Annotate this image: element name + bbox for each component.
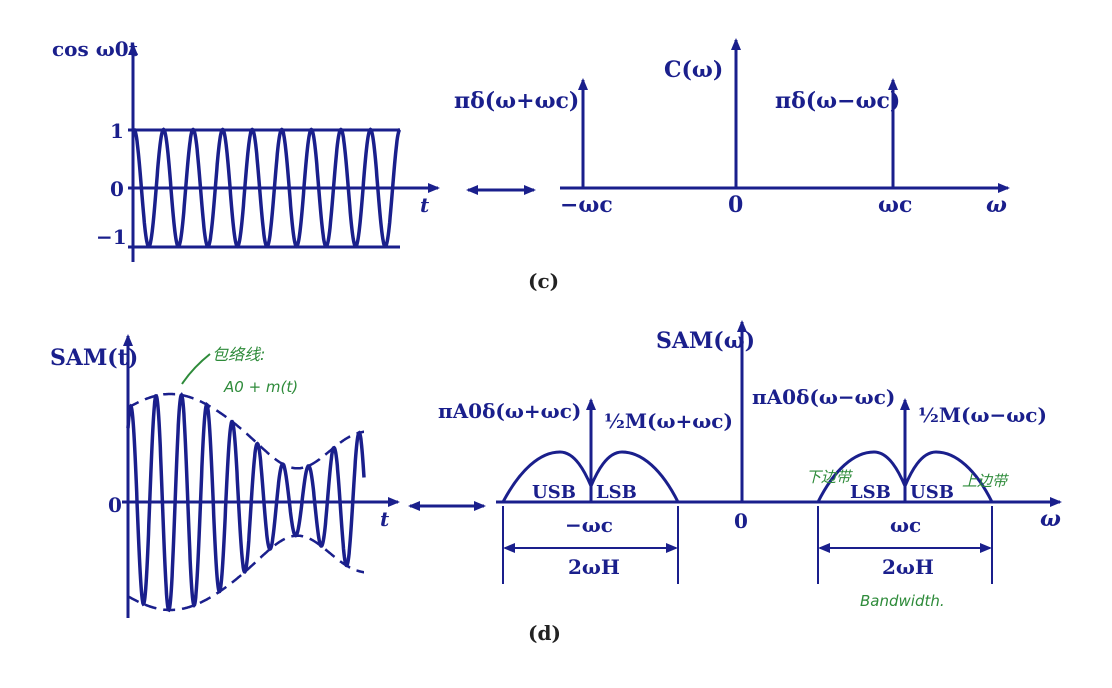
xtick-pos-wc: ωc	[878, 192, 912, 218]
omega-xlabel: ω	[986, 192, 1007, 218]
xtick-zero: 0	[728, 192, 743, 218]
impulse-right-label: πδ(ω−ωc)	[775, 88, 900, 114]
annotation-pointer-stroke	[181, 353, 211, 385]
bandwidth-dimension-right	[817, 506, 993, 584]
band-label-right-lsb: LSB	[850, 482, 891, 503]
xtick-neg-wc: −ωc	[560, 192, 613, 218]
panel-c-time-plot: cos ω0t 1 0 −1 t	[52, 37, 440, 262]
half-spectrum-right-label: ½M(ω−ωc)	[918, 403, 1047, 427]
xtick-zero: 0	[734, 509, 748, 533]
upper-sideband-note: 上边带	[962, 472, 1009, 490]
caption-d: (d)	[528, 621, 561, 645]
half-spectrum-left-label: ½M(ω+ωc)	[604, 409, 733, 433]
panel-d-time-plot: SAM(t) 0 t	[50, 334, 400, 618]
band-label-right-usb: USB	[910, 482, 954, 503]
envelope-upper	[127, 392, 364, 470]
band-label-left-lsb: LSB	[596, 482, 637, 503]
bandwidth-label-right: 2ωH	[882, 555, 934, 579]
panel-d-spectrum-plot: SAM(ω) πA0δ(ω+ωc) πA0δ(ω−ωc) ½M(ω+ωc) ½M…	[438, 320, 1062, 584]
bandwidth-dimension-left	[502, 506, 679, 584]
am-time-ylabel: SAM(t)	[50, 345, 138, 371]
time-ylabel: cos ω0t	[52, 37, 139, 61]
ytick-plus-one: 1	[110, 119, 124, 143]
cosine-waveform	[132, 127, 402, 249]
xtick-pos-wc: ωc	[890, 513, 921, 537]
time-xlabel: t	[420, 193, 430, 217]
bandwidth-label-left: 2ωH	[568, 555, 620, 579]
ytick-zero: 0	[110, 177, 124, 201]
am-spectrum-ylabel: SAM(ω)	[656, 328, 755, 354]
caption-c: (c)	[528, 269, 559, 293]
lower-sideband-note: 下边带	[806, 468, 853, 486]
am-waveform	[126, 392, 366, 613]
handwritten-annotations: 包络线: A0 + m(t) 下边带 上边带 Bandwidth.	[181, 345, 1009, 610]
omega-xlabel: ω	[1040, 506, 1061, 532]
panel-c-spectrum-plot: C(ω) πδ(ω+ωc) πδ(ω−ωc) −ωc 0 ωc ω	[454, 38, 1010, 218]
impulse-left-label: πA0δ(ω+ωc)	[438, 399, 581, 423]
envelope-note: 包络线:	[212, 345, 265, 364]
ytick-minus-one: −1	[96, 225, 127, 249]
bandwidth-note: Bandwidth.	[860, 592, 945, 610]
ytick-zero: 0	[108, 493, 122, 517]
spectrum-ylabel: C(ω)	[664, 57, 723, 83]
envelope-expression: A0 + m(t)	[223, 378, 298, 396]
time-xlabel: t	[380, 507, 390, 531]
band-label-left-usb: USB	[532, 482, 576, 503]
impulse-right-label: πA0δ(ω−ωc)	[752, 385, 895, 409]
xtick-neg-wc: −ωc	[565, 513, 613, 537]
impulse-left-label: πδ(ω+ωc)	[454, 88, 579, 114]
